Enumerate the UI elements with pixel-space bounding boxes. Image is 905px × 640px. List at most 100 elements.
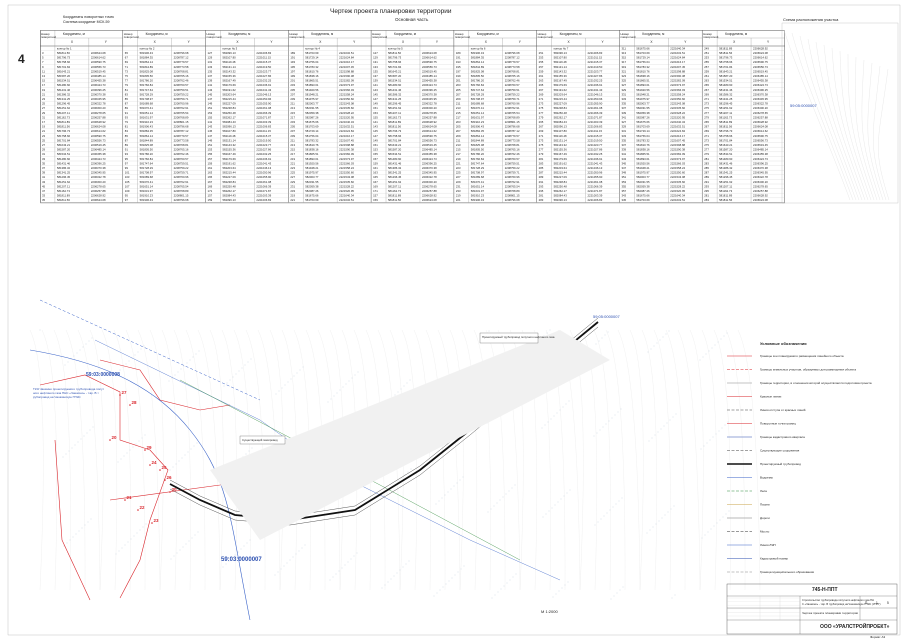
table-header-no: Номер [372,32,381,36]
boundary-point [129,404,131,406]
terrain-point [505,493,507,495]
terrain-point [386,492,388,494]
boundary-point-label: 27 [122,390,128,395]
table-cell-no: 151 [373,106,378,110]
table-cell-no: 273 [704,138,709,142]
table-cell-y: 2221006.83 [256,198,271,202]
terrain-point [605,423,607,425]
table-cell-x: 582238.84 [554,106,568,110]
terrain-point [136,532,138,534]
table-cell-no: 79 [125,83,129,87]
table-cell-no: 233 [456,189,461,193]
table-cell-no: 147 [373,134,378,138]
terrain-point [293,375,295,377]
table-cell-y: 2221632.51 [670,198,685,202]
table-cell-y: 2221041.43 [588,88,603,92]
table-cell-y: 2221598.88 [670,143,685,147]
terrain-point [607,331,609,333]
terrain-point [77,441,79,443]
table-cell-no: 159 [373,161,378,165]
table-cell-no: 209 [290,97,295,101]
table-cell-x: 582003.77 [636,175,650,179]
table-cell-y: 2221598.88 [670,69,685,73]
terrain-point [659,339,661,341]
table-cell-y: 2221640.34 [339,120,354,124]
table-header-no: поворотной [372,35,388,39]
terrain-point [290,378,292,380]
terrain-point [597,521,599,523]
terrain-point [304,544,306,546]
terrain-point [280,568,282,570]
table-cell-y: 2206424.73 [753,157,768,161]
table-cell-y: 2206628.92 [422,120,437,124]
coordinate-note: Координаты поворотных точек Система коор… [63,15,114,24]
table-cell-no: 209 [290,134,295,138]
table-cell-no: 69 [125,60,129,64]
terrain-point [651,437,653,439]
terrain-point [189,359,191,361]
terrain-line [521,329,537,591]
table-cell-y: 2206278.65 [753,111,768,115]
table-cell-x: 582059.38 [305,184,319,188]
table-cell-y: 2208796.68 [174,125,189,129]
table-cell-x: 581162.73 [57,189,70,193]
terrain-point [701,537,703,539]
table-cell-no: 335 [621,138,626,142]
terrain-point [169,469,171,471]
scheme-label: Схема расположения участка [783,17,839,22]
table-cell-x: 581675.66 [305,120,319,124]
table-cell-no: 81 [125,88,129,92]
table-cell-y: 2206278.65 [422,184,437,188]
table-cell-x: 581805.50 [471,148,485,152]
table-cell-x: 581480.60 [719,157,733,161]
left-note: ТКЭ Чашкино проектируемого трубопровода … [33,387,105,399]
table-cell-x: 581728.29 [471,166,485,170]
terrain-point [381,587,383,589]
table-cell-no: 291 [539,180,544,184]
table-cell-x: 582167.49 [222,79,236,83]
table-cell-y: 2206300.20 [91,106,106,110]
table-cell-y: 2208768.81 [174,143,189,147]
terrain-line [701,329,717,591]
terrain-point [222,566,224,568]
terrain-point [329,579,331,581]
terrain-line [269,329,284,591]
terrain-point [602,426,604,428]
table-cell-no: 217 [290,152,295,156]
table-cell-no: 277 [704,111,709,115]
terrain-point [549,329,551,331]
terrain-line [281,329,297,591]
table-cell-y: 2221616.17 [670,60,685,64]
table-cell-y: 2221590.38 [670,148,685,152]
terrain-point [119,369,121,371]
table-cell-x: 582191.62 [554,88,568,92]
table-cell-x: 582096.13 [222,125,236,129]
table-cell-no: 83 [125,129,129,133]
scheme-line [823,44,866,201]
terrain-point [116,372,118,374]
table-cell-no: 291 [704,180,709,184]
table-cell-y: 2221032.25 [256,79,271,83]
table-cell-y: 2208796.68 [505,198,520,202]
table-cell-no: 203 [290,120,295,124]
table-cell-x: 581796.73 [719,129,733,133]
terrain-point [170,558,172,560]
table-cell-y: 2208759.71 [505,97,520,101]
terrain-point [133,535,135,537]
table-cell-x: 581651.14 [140,184,154,188]
table-cell-y: 2221050.96 [256,171,271,175]
table-cell-x: 581893.01 [305,157,319,161]
table-cell-x: 582143.32 [222,143,236,147]
drawing-title: Чертеж проекта планировки территории [330,8,452,15]
table-cell-x: 581587.20 [388,74,402,78]
table-cell-x: 581906.43 [471,125,485,129]
table-header-no: Номер [207,32,216,36]
table-cell-y: 2206628.92 [91,120,106,124]
table-cell-y: 2206424.73 [91,157,106,161]
table-cell-y: 2221061.08 [588,106,603,110]
table-cell-x: 582107.80 [222,56,236,60]
terrain-point [335,573,337,575]
table-cell-x: 582031.55 [636,106,650,110]
terrain-point [656,342,658,344]
table-cell-y: 2221027.86 [256,148,271,152]
